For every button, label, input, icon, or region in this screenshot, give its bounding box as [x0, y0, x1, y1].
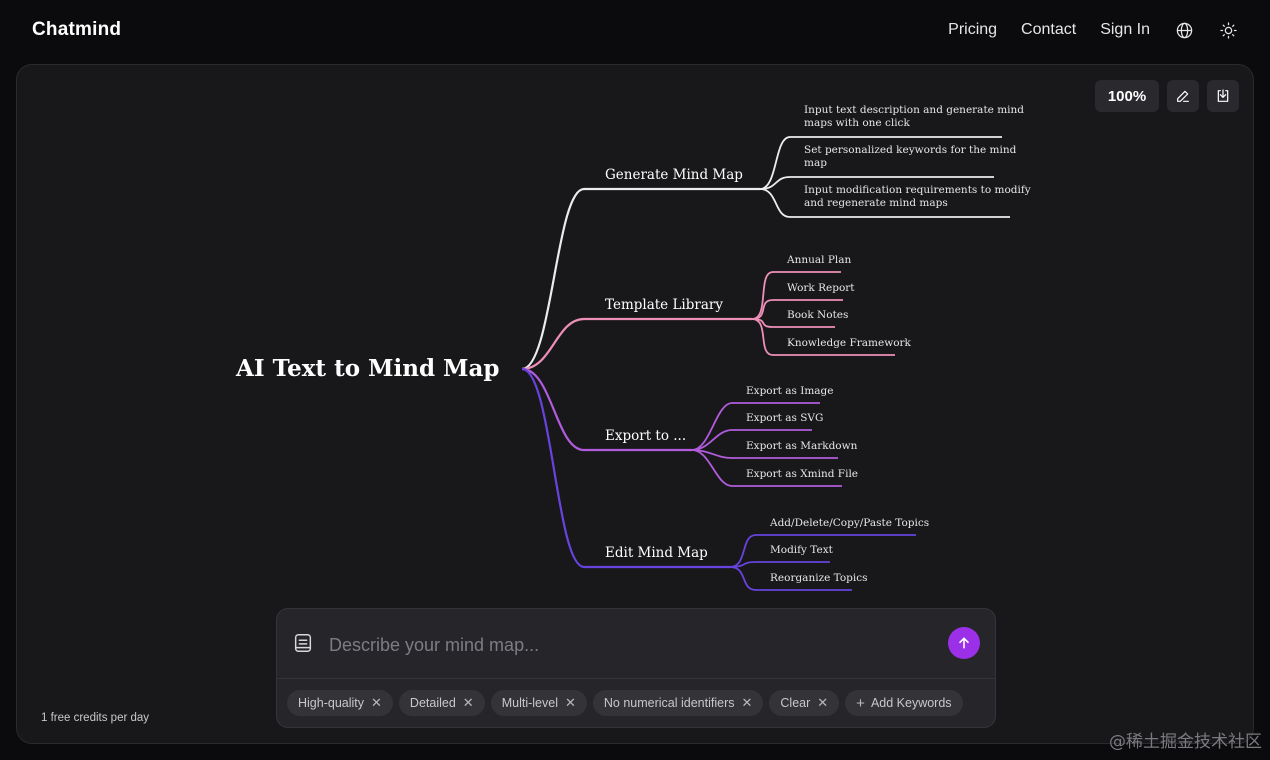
keyword-chip[interactable]: Clear ✕	[769, 690, 840, 716]
close-icon[interactable]: ✕	[462, 695, 474, 710]
mindmap-branch[interactable]: Generate Mind Map	[605, 167, 743, 183]
keyword-chip[interactable]: High-quality ✕	[287, 690, 393, 716]
send-button[interactable]	[948, 627, 980, 659]
mindmap-leaf[interactable]: Export as SVG	[746, 412, 823, 424]
add-keywords-label: Add Keywords	[870, 696, 952, 710]
logo[interactable]: Chatmind	[32, 19, 122, 40]
close-icon[interactable]: ✕	[741, 695, 753, 710]
chip-label: Multi-level	[501, 696, 558, 710]
mindmap-leaf[interactable]: Modify Text	[770, 544, 834, 556]
document-icon	[294, 634, 312, 652]
mindmap-leaf[interactable]: Export as Image	[746, 385, 834, 397]
branch-connector	[521, 367, 730, 569]
leaf-connector	[691, 449, 842, 487]
credits-note: 1 free credits per day	[41, 712, 150, 724]
mindmap-branch[interactable]: Edit Mind Map	[605, 545, 708, 561]
chip-label: Clear	[780, 696, 811, 710]
mindmap-leaf[interactable]: Export as Xmind File	[746, 468, 858, 480]
edit-button[interactable]	[1167, 80, 1199, 112]
leaf-connector	[729, 561, 830, 568]
mindmap-leaf[interactable]: Reorganize Topics	[770, 572, 868, 584]
branch-connector	[521, 367, 692, 452]
leaf-connector	[751, 299, 843, 320]
watermark: @稀土掘金技术社区	[1109, 732, 1262, 752]
leaf-connector	[691, 429, 812, 451]
pencil-icon	[1177, 90, 1189, 102]
leaf-connector	[759, 136, 1002, 190]
top-nav: Pricing Contact Sign In	[924, 20, 1238, 40]
leaf-connector	[751, 271, 841, 320]
nav-pricing[interactable]: Pricing	[948, 21, 998, 38]
chip-label: High-quality	[298, 696, 365, 710]
download-button[interactable]	[1207, 80, 1239, 112]
download-icon	[1217, 89, 1229, 102]
sun-icon[interactable]	[1218, 20, 1238, 40]
nav-contact[interactable]: Contact	[1021, 21, 1077, 38]
mindmap-prompt-input[interactable]	[327, 627, 931, 663]
composer-divider	[277, 678, 995, 679]
leaf-connector	[729, 566, 852, 591]
canvas-toolbar: 100%	[1095, 80, 1239, 112]
mindmap-leaf[interactable]: Annual Plan	[786, 254, 852, 266]
mindmap-branch[interactable]: Export to ...	[605, 428, 686, 444]
close-icon[interactable]: ✕	[817, 695, 829, 710]
mindmap-leaf[interactable]: Work Report	[787, 282, 855, 294]
chip-label: No numerical identifiers	[603, 696, 735, 710]
mindmap-leaf[interactable]: Book Notes	[787, 309, 848, 321]
branch-connector	[521, 317, 752, 371]
keyword-chip[interactable]: Detailed ✕	[398, 690, 485, 716]
mindmap-leaf[interactable]: Input text description and generate mind…	[804, 104, 1024, 129]
top-bar: Chatmind Pricing Contact Sign In	[0, 0, 1270, 64]
chip-label: Detailed	[409, 696, 456, 710]
mindmap-root[interactable]: AI Text to Mind Map	[235, 355, 500, 382]
globe-icon[interactable]	[1174, 20, 1194, 40]
mindmap-panel: 100% AI Text to Mind Map Generate Mind Ma…	[16, 64, 1254, 744]
leaf-connector	[691, 402, 820, 451]
mindmap-leaf[interactable]: Input modification requirements to modif…	[804, 184, 1031, 209]
nav-sign-in[interactable]: Sign In	[1100, 21, 1150, 38]
mindmap-leaf[interactable]: Knowledge Framework	[787, 337, 912, 349]
leaf-connector	[759, 176, 994, 190]
close-icon[interactable]: ✕	[371, 695, 382, 710]
keyword-chips: High-quality ✕ Detailed ✕ Multi-level ✕ No …	[287, 690, 963, 716]
keyword-chip[interactable]: No numerical identifiers ✕	[592, 690, 764, 716]
prompt-composer: High-quality ✕ Detailed ✕ Multi-level ✕ No …	[276, 608, 996, 728]
arrow-up-icon	[959, 637, 969, 649]
mindmap-branch[interactable]: Template Library	[605, 297, 723, 313]
branch-connector	[521, 187, 760, 371]
zoom-level-button[interactable]: 100%	[1095, 80, 1159, 112]
keyword-chip[interactable]: Multi-level ✕	[490, 690, 587, 716]
leaf-connector	[759, 188, 1010, 218]
leaf-connector	[751, 318, 895, 356]
add-keywords-button[interactable]: + Add Keywords	[845, 690, 963, 716]
mindmap-leaf[interactable]: Export as Markdown	[746, 440, 858, 452]
mindmap-leaf[interactable]: Add/Delete/Copy/Paste Topics	[769, 517, 929, 529]
plus-icon: +	[856, 694, 865, 712]
close-icon[interactable]: ✕	[564, 695, 576, 710]
